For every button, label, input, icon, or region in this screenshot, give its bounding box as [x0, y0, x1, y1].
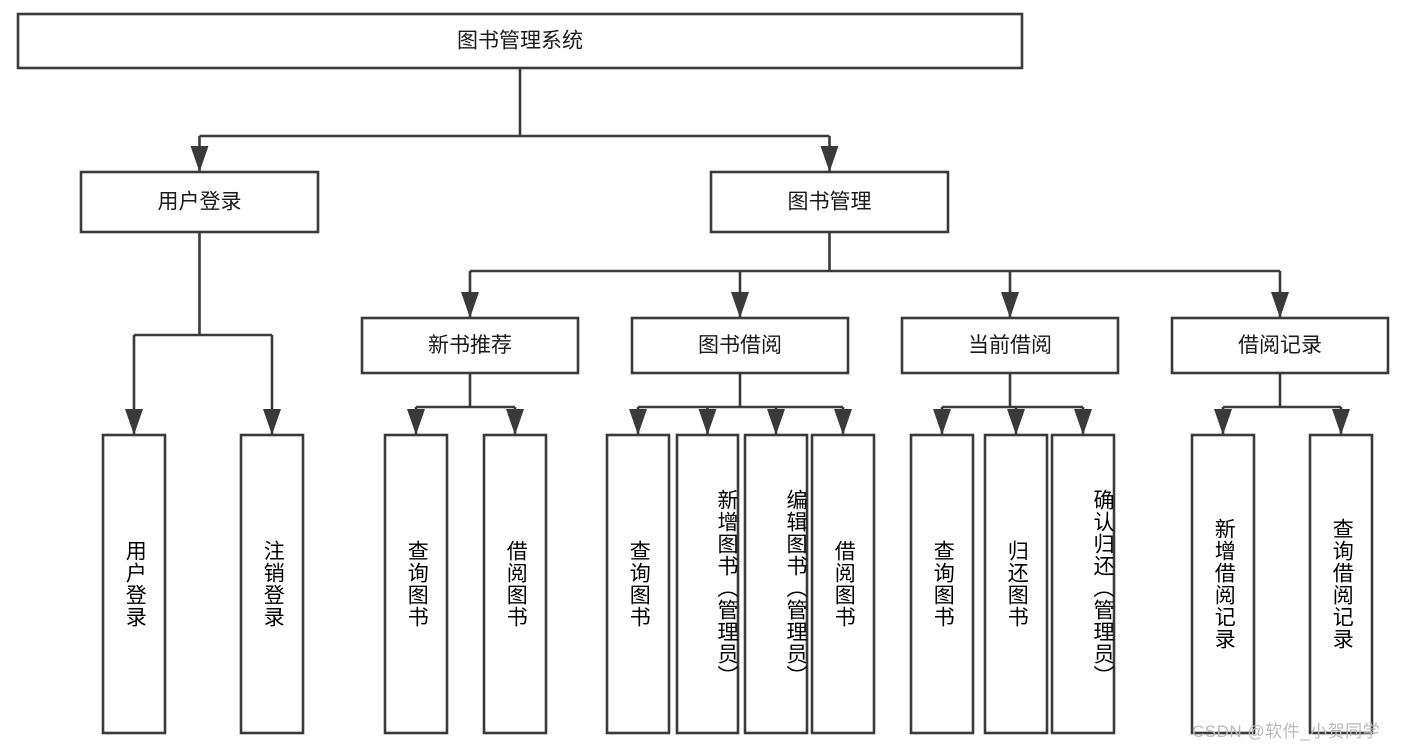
node-box-leaf-rec-borrow-book[interactable] [482, 433, 548, 735]
node-box-leaf-borrow-add-book[interactable] [675, 433, 740, 735]
arrow-head [1271, 292, 1289, 318]
arrow-head [731, 292, 749, 318]
arrow-head [1332, 409, 1350, 435]
arrow-head [1214, 409, 1232, 435]
arrow-head [461, 292, 479, 318]
node-box-leaf-rec-query-record[interactable] [1308, 433, 1374, 735]
node-box-book-manage[interactable] [709, 170, 950, 234]
arrow-head [1074, 409, 1092, 435]
node-box-leaf-cur-return-book[interactable] [983, 433, 1049, 735]
node-label-book-borrow: 图书借阅 [698, 334, 782, 357]
arrow-head [190, 146, 209, 172]
arrow-head [1007, 409, 1025, 435]
arrow-head [407, 409, 425, 435]
arrow-head [834, 409, 852, 435]
node-box-borrow-record[interactable] [1170, 316, 1390, 375]
arrow-head [629, 409, 647, 435]
arrow-head [263, 409, 281, 435]
node-box-user-login[interactable] [79, 170, 320, 234]
connectors-layer [125, 68, 1350, 435]
node-label-borrow-record: 借阅记录 [1238, 334, 1322, 357]
node-box-current-borrow[interactable] [900, 316, 1120, 375]
arrow-head [767, 409, 785, 435]
node-box-leaf-borrow-edit-book[interactable] [743, 433, 809, 735]
node-box-leaf-user-logout[interactable] [239, 433, 305, 735]
node-box-root[interactable] [16, 12, 1024, 70]
node-box-book-borrow[interactable] [630, 316, 850, 375]
node-box-leaf-cur-query-book[interactable] [909, 433, 975, 735]
arrow-head [125, 409, 143, 435]
node-label-current-borrow: 当前借阅 [968, 334, 1052, 357]
node-box-leaf-cur-confirm-return[interactable] [1050, 433, 1116, 735]
csdn-watermark: CSDN @软件_小贺同学 [1192, 722, 1381, 741]
node-label-new-book-rec: 新书推荐 [428, 334, 512, 357]
node-box-leaf-user-login[interactable] [101, 433, 167, 735]
node-box-leaf-borrow-borrow-book[interactable] [810, 433, 876, 735]
node-box-leaf-rec-query-book[interactable] [383, 433, 449, 735]
node-label-root: 图书管理系统 [457, 30, 583, 53]
arrow-head [933, 409, 951, 435]
arrow-head [698, 409, 717, 435]
arrow-head [506, 409, 524, 435]
boxes-layer [16, 12, 1390, 735]
node-label-user-login: 用户登录 [158, 191, 242, 214]
node-label-book-manage: 图书管理 [788, 191, 872, 214]
node-box-leaf-rec-add-record[interactable] [1190, 433, 1256, 735]
node-box-new-book-rec[interactable] [360, 316, 580, 375]
node-box-leaf-borrow-query-book[interactable] [605, 433, 671, 735]
arrow-head [820, 146, 839, 172]
arrow-head [1001, 292, 1019, 318]
